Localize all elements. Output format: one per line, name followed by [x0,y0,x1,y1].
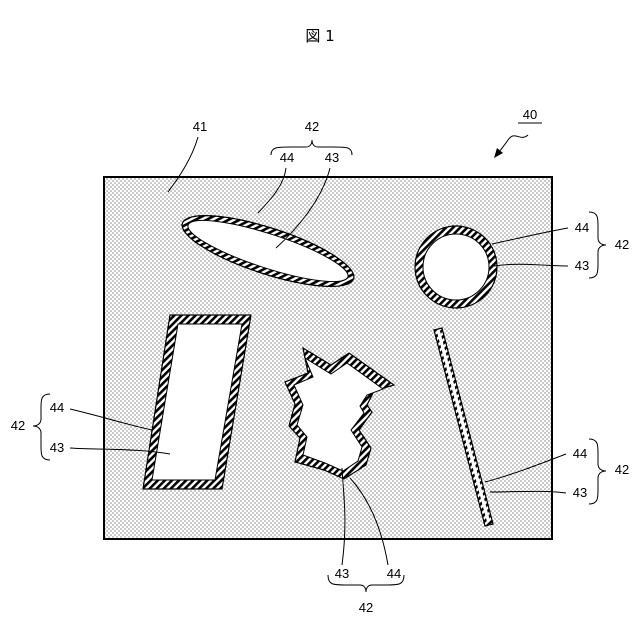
circle-group-label: 42 [615,237,629,252]
strip-group-label: 42 [615,462,629,477]
circle-inner-label: 43 [575,258,589,273]
ellipse-rim-label: 44 [280,150,294,165]
circle-rim-label: 44 [575,220,589,235]
figure-title: 図 1 [305,27,334,45]
parallelogram-inner-label: 43 [50,440,64,455]
circle-inner [423,234,489,300]
circle-group-brace [589,212,606,278]
strip-group-brace [589,439,606,504]
irregular-rim-label: 44 [387,566,401,581]
ellipse-inner-label: 43 [325,150,339,165]
irregular-inner-label: 43 [335,566,349,581]
ellipse-group-label: 42 [305,119,319,134]
device-arrow-head [494,148,503,158]
parallelogram-rim-label: 44 [50,400,64,415]
device-arrow-line [498,135,528,154]
base-label: 41 [193,119,207,134]
irregular-group-label: 42 [359,600,373,615]
parallelogram-group-brace [33,394,50,460]
device-label: 40 [523,107,537,122]
strip-rim-label: 44 [573,446,587,461]
parallelogram-group-label: 42 [11,418,25,433]
strip-inner-label: 43 [573,485,587,500]
